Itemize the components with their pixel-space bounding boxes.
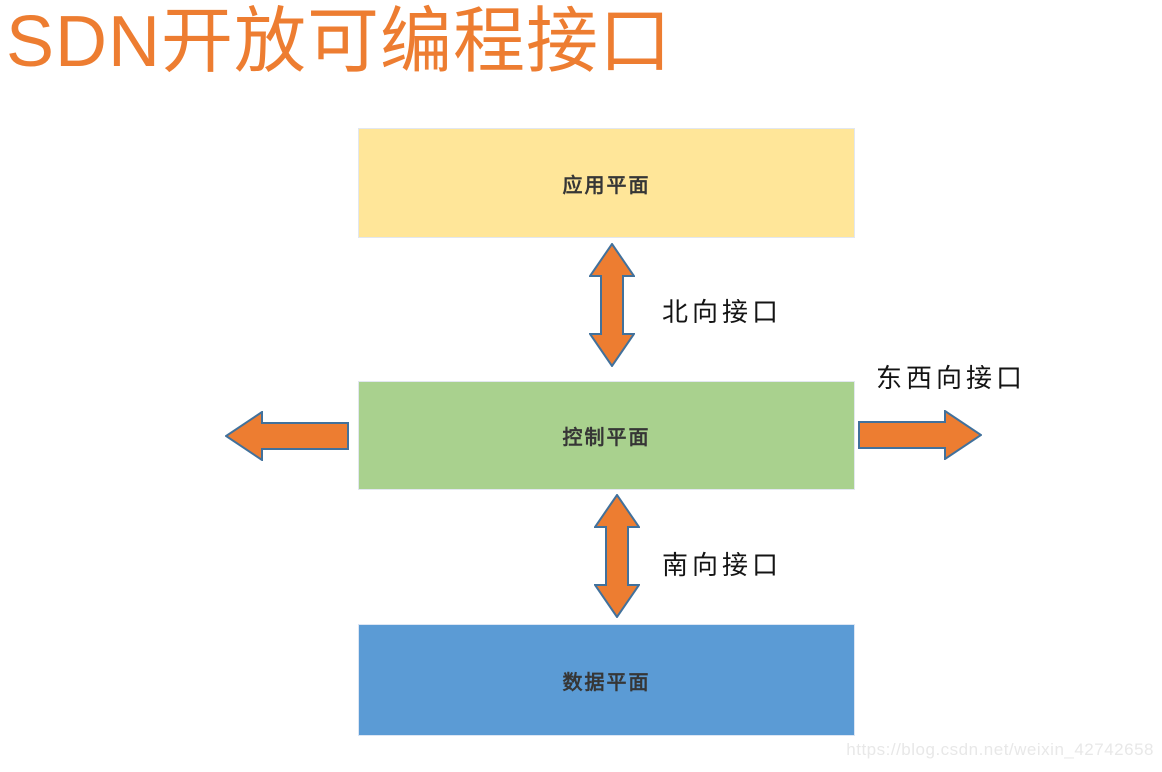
application-plane-box: 应用平面: [358, 128, 855, 238]
southbound-double-arrow-icon: [594, 494, 640, 618]
application-plane-label: 应用平面: [562, 174, 651, 197]
double-arrow-shape: [589, 243, 635, 367]
watermark-url: https://blog.csdn.net/weixin_42742658: [846, 740, 1154, 759]
southbound-interface-label: 南向接口: [662, 551, 783, 580]
east-west-interface-label: 东西向接口: [876, 364, 1027, 393]
left-arrow-shape: [225, 411, 349, 461]
northbound-double-arrow-icon: [589, 243, 635, 367]
control-plane-label: 控制平面: [562, 427, 651, 449]
page-title: SDN开放可编程接口: [6, 2, 673, 82]
westbound-arrow-icon: [225, 411, 349, 461]
data-plane-box: 数据平面: [358, 624, 855, 736]
data-plane-label: 数据平面: [562, 671, 651, 694]
control-plane-box: 控制平面: [358, 381, 855, 490]
double-arrow-shape: [594, 494, 640, 618]
northbound-interface-label: 北向接口: [662, 298, 783, 327]
right-arrow-shape: [858, 410, 982, 460]
eastbound-arrow-icon: [858, 410, 982, 460]
